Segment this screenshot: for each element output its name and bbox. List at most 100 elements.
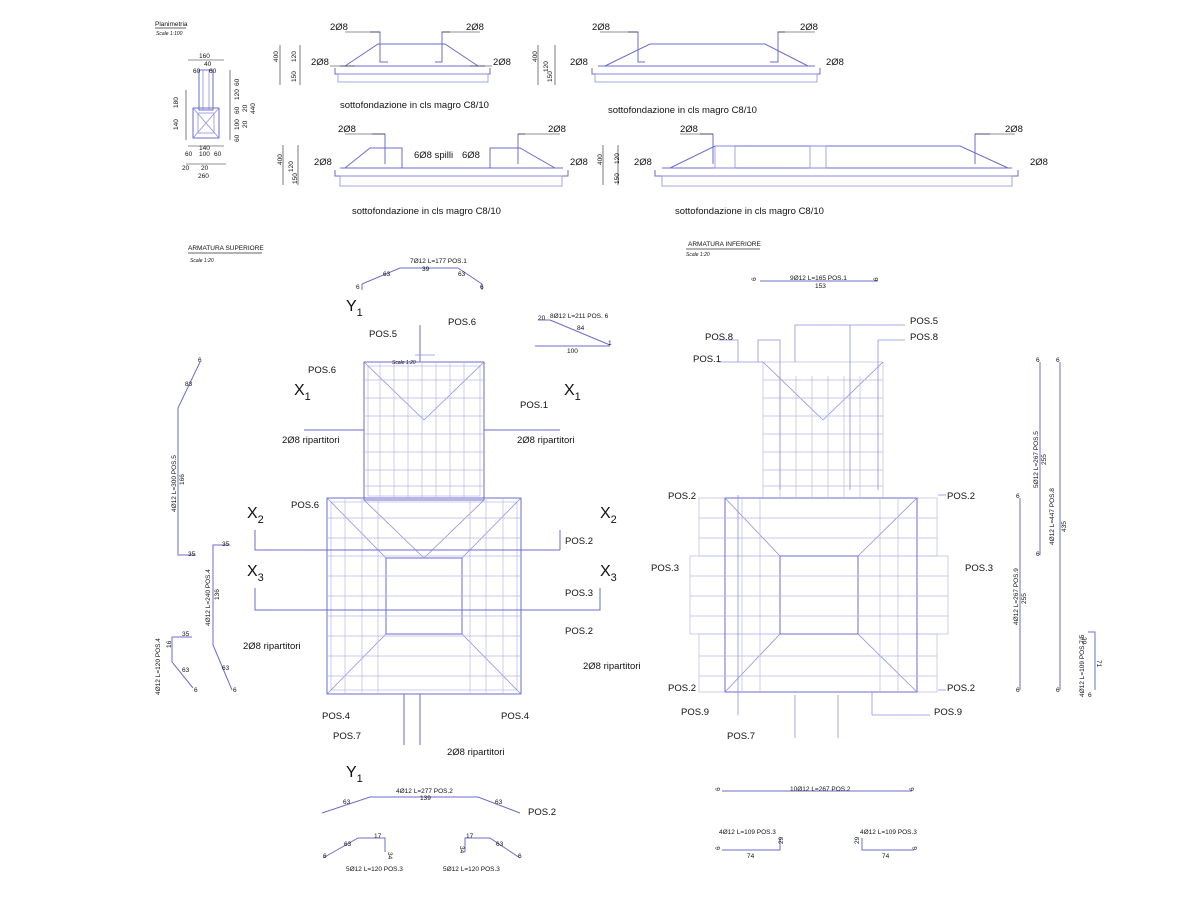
- sup-bar-pos4s-d: 6: [194, 687, 198, 694]
- sec4-bar-mr: 2Ø8: [1030, 157, 1048, 168]
- sup-bar-pos4-c: 63: [222, 665, 230, 672]
- sup-label-ripartitori-5: 2Ø8 ripartitori: [447, 747, 505, 758]
- sup-bar-pos1: 7Ø12 L=177 POS.1 39 63 63 6 6: [356, 258, 484, 291]
- armatura-superiore: ARMATURA SUPERIORE Scale 1:20 7Ø12 L=177…: [155, 245, 641, 873]
- sup-bar-pos4s-c: 63: [182, 667, 190, 674]
- sec2-bar-tr: 2Ø8: [800, 22, 818, 33]
- sec2-bar-tl: 2Ø8: [592, 22, 610, 33]
- section-3: 400 150 120 2Ø8 2Ø8 2Ø8 2Ø8 6Ø8 spilli 6…: [277, 124, 588, 217]
- planimetria-title: Planimetria: [155, 21, 188, 28]
- sup-bar-pos4-label: 4Ø12 L=240 POS.4: [205, 569, 212, 626]
- sup-bar-pos2-side-l: 63: [343, 799, 351, 806]
- sec3-dim-120: 120: [288, 161, 295, 172]
- plan-dim-20c: 20: [182, 165, 190, 172]
- sup-label-pos4-right: POS.4: [501, 711, 529, 722]
- inf-bar-pos5-end-bot: 6: [1036, 551, 1040, 558]
- sec4-dim-150: 150: [614, 173, 621, 184]
- inf-bar-pos9-label: 4Ø12 L=267 POS.9: [1013, 568, 1020, 625]
- inf-label-pos2-tr: POS.2: [947, 491, 975, 502]
- inf-label-pos2-tl: POS.2: [668, 491, 696, 502]
- sup-label-ripartitori-1: 2Ø8 ripartitori: [282, 435, 340, 446]
- inf-bar-pos5-len: 255: [1041, 454, 1048, 465]
- inf-bar-pos5-end-top: 6: [1036, 357, 1040, 364]
- inf-bar-pos3b-label: 4Ø12 L=109 POS.3: [860, 829, 917, 836]
- sec1-dim-400: 400: [273, 51, 280, 62]
- sec4-magro: sottofondazione in cls magro C8/10: [675, 206, 824, 217]
- inf-bar-pos7-end: 6: [1088, 692, 1092, 699]
- sec3-bar-tr: 2Ø8: [548, 124, 566, 135]
- inf-label-pos3-left: POS.3: [651, 563, 679, 574]
- planimetria-plan: [185, 59, 231, 165]
- sup-axis-y1-bottom: Y1: [346, 764, 363, 785]
- inf-bar-pos1: 9Ø12 L=165 POS.1 153 6 6: [751, 275, 880, 290]
- inf-bar-pos3a-b: 74: [747, 853, 755, 860]
- sup-bar-pos3b-a: 17: [466, 833, 474, 840]
- sup-bar-pos1-side-r: 63: [458, 271, 466, 278]
- sup-label-pos6-left: POS.6: [308, 365, 336, 376]
- inf-bar-pos1-len: 153: [815, 283, 826, 290]
- sup-bar-pos1-end-l: 6: [356, 284, 360, 291]
- inf-label-pos8-right: POS.8: [910, 332, 938, 343]
- inf-bar-pos2: 10Ø12 L=267 POS.2 6 6: [715, 786, 916, 793]
- sec3-dim-400: 400: [277, 154, 284, 165]
- sec1-bar-tl: 2Ø8: [330, 22, 348, 33]
- plan-dim-440: 440: [250, 103, 257, 114]
- sup-bar-pos4s-a: 35: [182, 631, 190, 638]
- sup-axis-x1-left: X1: [294, 382, 311, 403]
- sup-bar-pos4-b: 35: [222, 541, 230, 548]
- sup-bar-pos3a-label: 5Ø12 L=120 POS.3: [346, 866, 403, 873]
- plan-dim-40: 40: [204, 61, 212, 68]
- sup-bar-pos3a-d: 6: [323, 853, 327, 860]
- inf-label-pos2-bl: POS.2: [668, 683, 696, 694]
- sup-label-ripartitori-3: 2Ø8 ripartitori: [243, 641, 301, 652]
- inf-bar-pos9-len: 255: [1021, 593, 1028, 604]
- plan-dim-side-120: 120: [234, 89, 241, 100]
- sup-bar-pos6: 8Ø12 L=211 POS. 6 20 84 100 1: [535, 313, 612, 355]
- inf-bar-pos1-end-l: 6: [751, 277, 758, 281]
- sup-bar-pos3a-a: 17: [374, 833, 382, 840]
- sec4-bar-tr: 2Ø8: [1005, 124, 1023, 135]
- sup-bar-pos6-c: 100: [567, 348, 578, 355]
- inf-bar-pos5-label: 5Ø12 L=267 POS.5: [1033, 431, 1040, 488]
- sec4-dim-400: 400: [597, 154, 604, 165]
- inf-bar-pos7-b: 71: [1095, 660, 1102, 668]
- sup-label-pos6-top: POS.6: [448, 317, 476, 328]
- sup-label-pos3: POS.3: [565, 588, 593, 599]
- plan-dim-side-60: 60: [234, 106, 241, 114]
- plan-dim-160: 160: [199, 53, 210, 60]
- sec2-dim-120: 120: [543, 61, 550, 72]
- inf-label-pos3-right: POS.3: [965, 563, 993, 574]
- inf-bar-pos3b-a: 29: [854, 836, 861, 844]
- sup-label-ripartitori-4: 2Ø8 ripartitori: [583, 661, 641, 672]
- inf-bar-pos2-label: 10Ø12 L=267 POS.2: [790, 786, 851, 793]
- inf-bar-pos9-end-top: 6: [1016, 493, 1020, 500]
- inf-bar-pos3a-a: 29: [778, 836, 785, 844]
- sup-label-pos6-mid: POS.6: [291, 500, 319, 511]
- plan-dim-side-100: 100: [234, 119, 241, 130]
- sup-bar-pos2-side-r: 63: [495, 799, 503, 806]
- sec2-magro: sottofondazione in cls magro C8/10: [608, 105, 757, 116]
- inf-bar-pos1-end-r: 6: [873, 277, 880, 281]
- sec3-bar-tl: 2Ø8: [338, 124, 356, 135]
- inf-bar-pos9-end-bot: 6: [1016, 687, 1020, 694]
- sup-bar-pos3-left: 17 34 63 6 5Ø12 L=120 POS.3: [322, 833, 403, 873]
- sec1-dim-120: 120: [291, 51, 298, 62]
- inf-label-pos5: POS.5: [910, 316, 938, 327]
- sup-bar-pos4: 35 4Ø12 L=240 POS.4 136 63 6: [205, 541, 237, 694]
- inf-bar-pos7-label: 4Ø12 L=109 POS.7/5: [1079, 634, 1086, 697]
- sup-bar-pos6-label: 8Ø12 L=211 POS. 6: [550, 313, 609, 320]
- sec4-bar-tl: 2Ø8: [680, 124, 698, 135]
- sup-bar-pos5-d: 6: [198, 357, 202, 364]
- sup-label-pos4-left: POS.4: [322, 711, 350, 722]
- sec3-bar-mr: 2Ø8: [570, 157, 588, 168]
- inf-label-pos9-left: POS.9: [681, 707, 709, 718]
- plan-dim-60c: 60: [185, 151, 193, 158]
- plan-dim-180: 180: [173, 97, 180, 108]
- plan-dim-20b: 20: [242, 120, 249, 128]
- planimetria-block: Planimetria Scale 1:100 160 40 60 60 180…: [155, 21, 257, 180]
- sec2-bar-mr: 2Ø8: [826, 57, 844, 68]
- sup-label-pos5: POS.5: [369, 329, 397, 340]
- sup-bar-pos5-b: 83: [185, 381, 193, 388]
- sec3-magro: sottofondazione in cls magro C8/10: [352, 206, 501, 217]
